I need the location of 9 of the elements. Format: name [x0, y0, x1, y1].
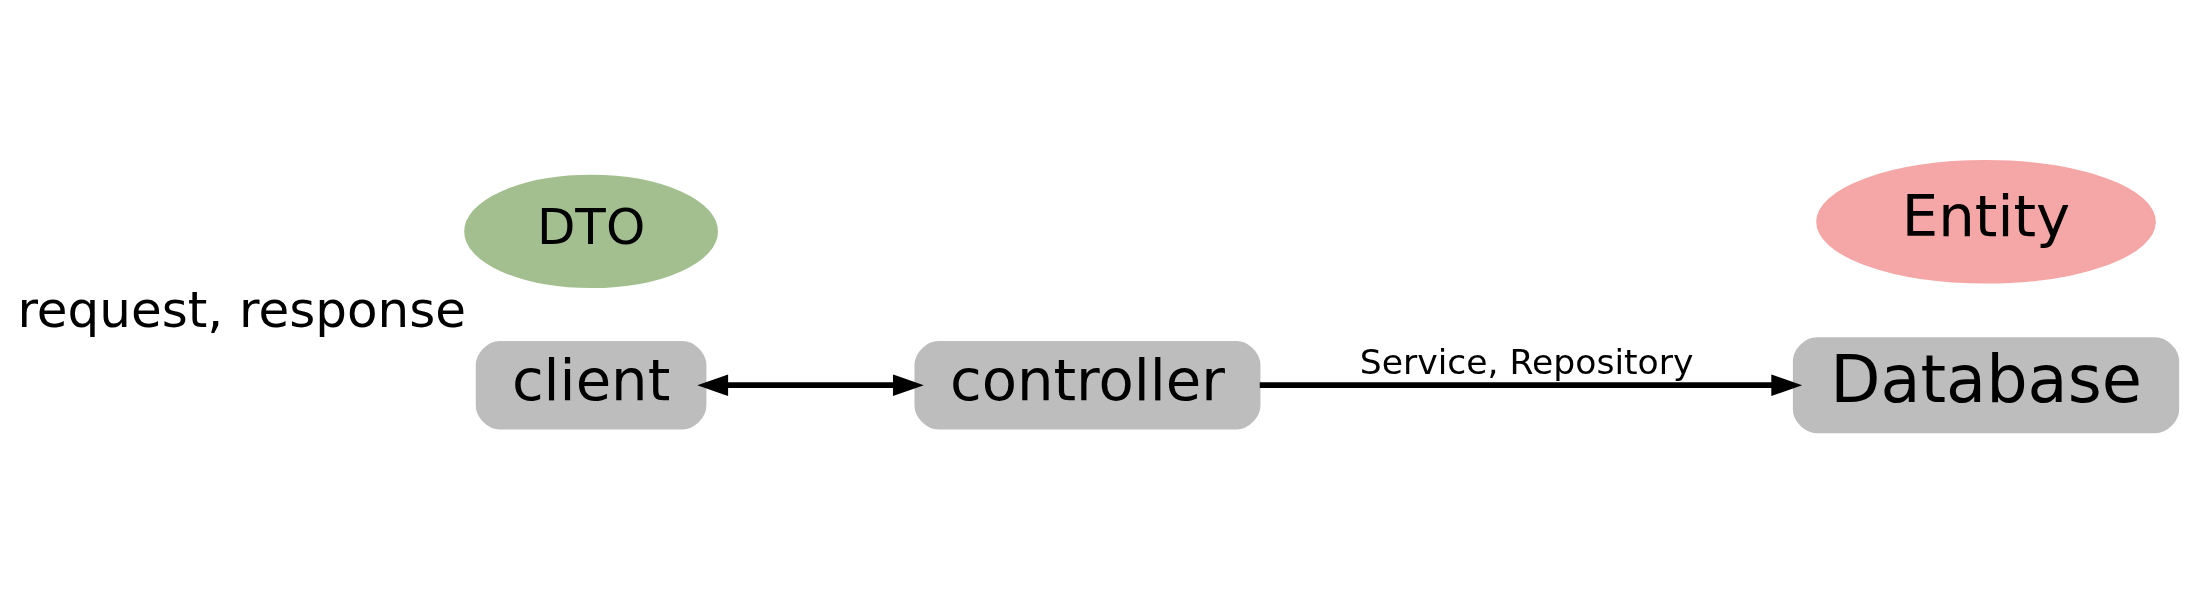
node-box: Database	[1792, 337, 2180, 434]
node-ellipse: DTO	[464, 174, 718, 289]
node-ellipse: Entity	[1816, 160, 2156, 284]
arrow	[697, 374, 924, 396]
arrow	[1259, 374, 1803, 396]
node-label: request, response	[17, 281, 467, 340]
node-box: controller	[914, 341, 1261, 430]
edge-label: Service, Repository	[1359, 342, 1694, 383]
node-box: client	[475, 341, 707, 430]
